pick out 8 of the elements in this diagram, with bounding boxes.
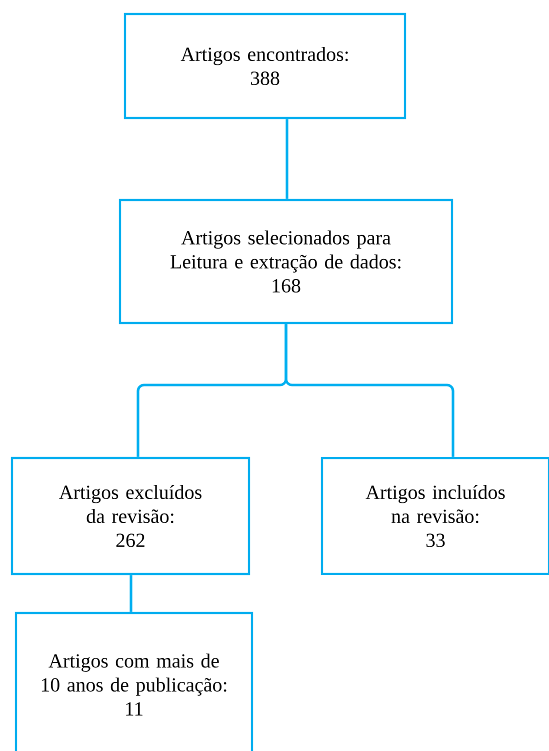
process-box: Artigos encontrados: 388 (124, 12, 406, 120)
process-box: Artigos excluídos da revisão: 262 (10, 456, 250, 576)
connector-line (284, 324, 454, 457)
connector-line (286, 119, 288, 199)
process-box: Artigos incluídos na revisão: 33 (320, 456, 549, 576)
process-box: Artigos selecionados para Leitura e extração de dados: 168 (118, 198, 454, 324)
connector-line (130, 575, 132, 612)
process-box: Artigos com mais de 10 anos de publicação: 11 (14, 612, 254, 751)
